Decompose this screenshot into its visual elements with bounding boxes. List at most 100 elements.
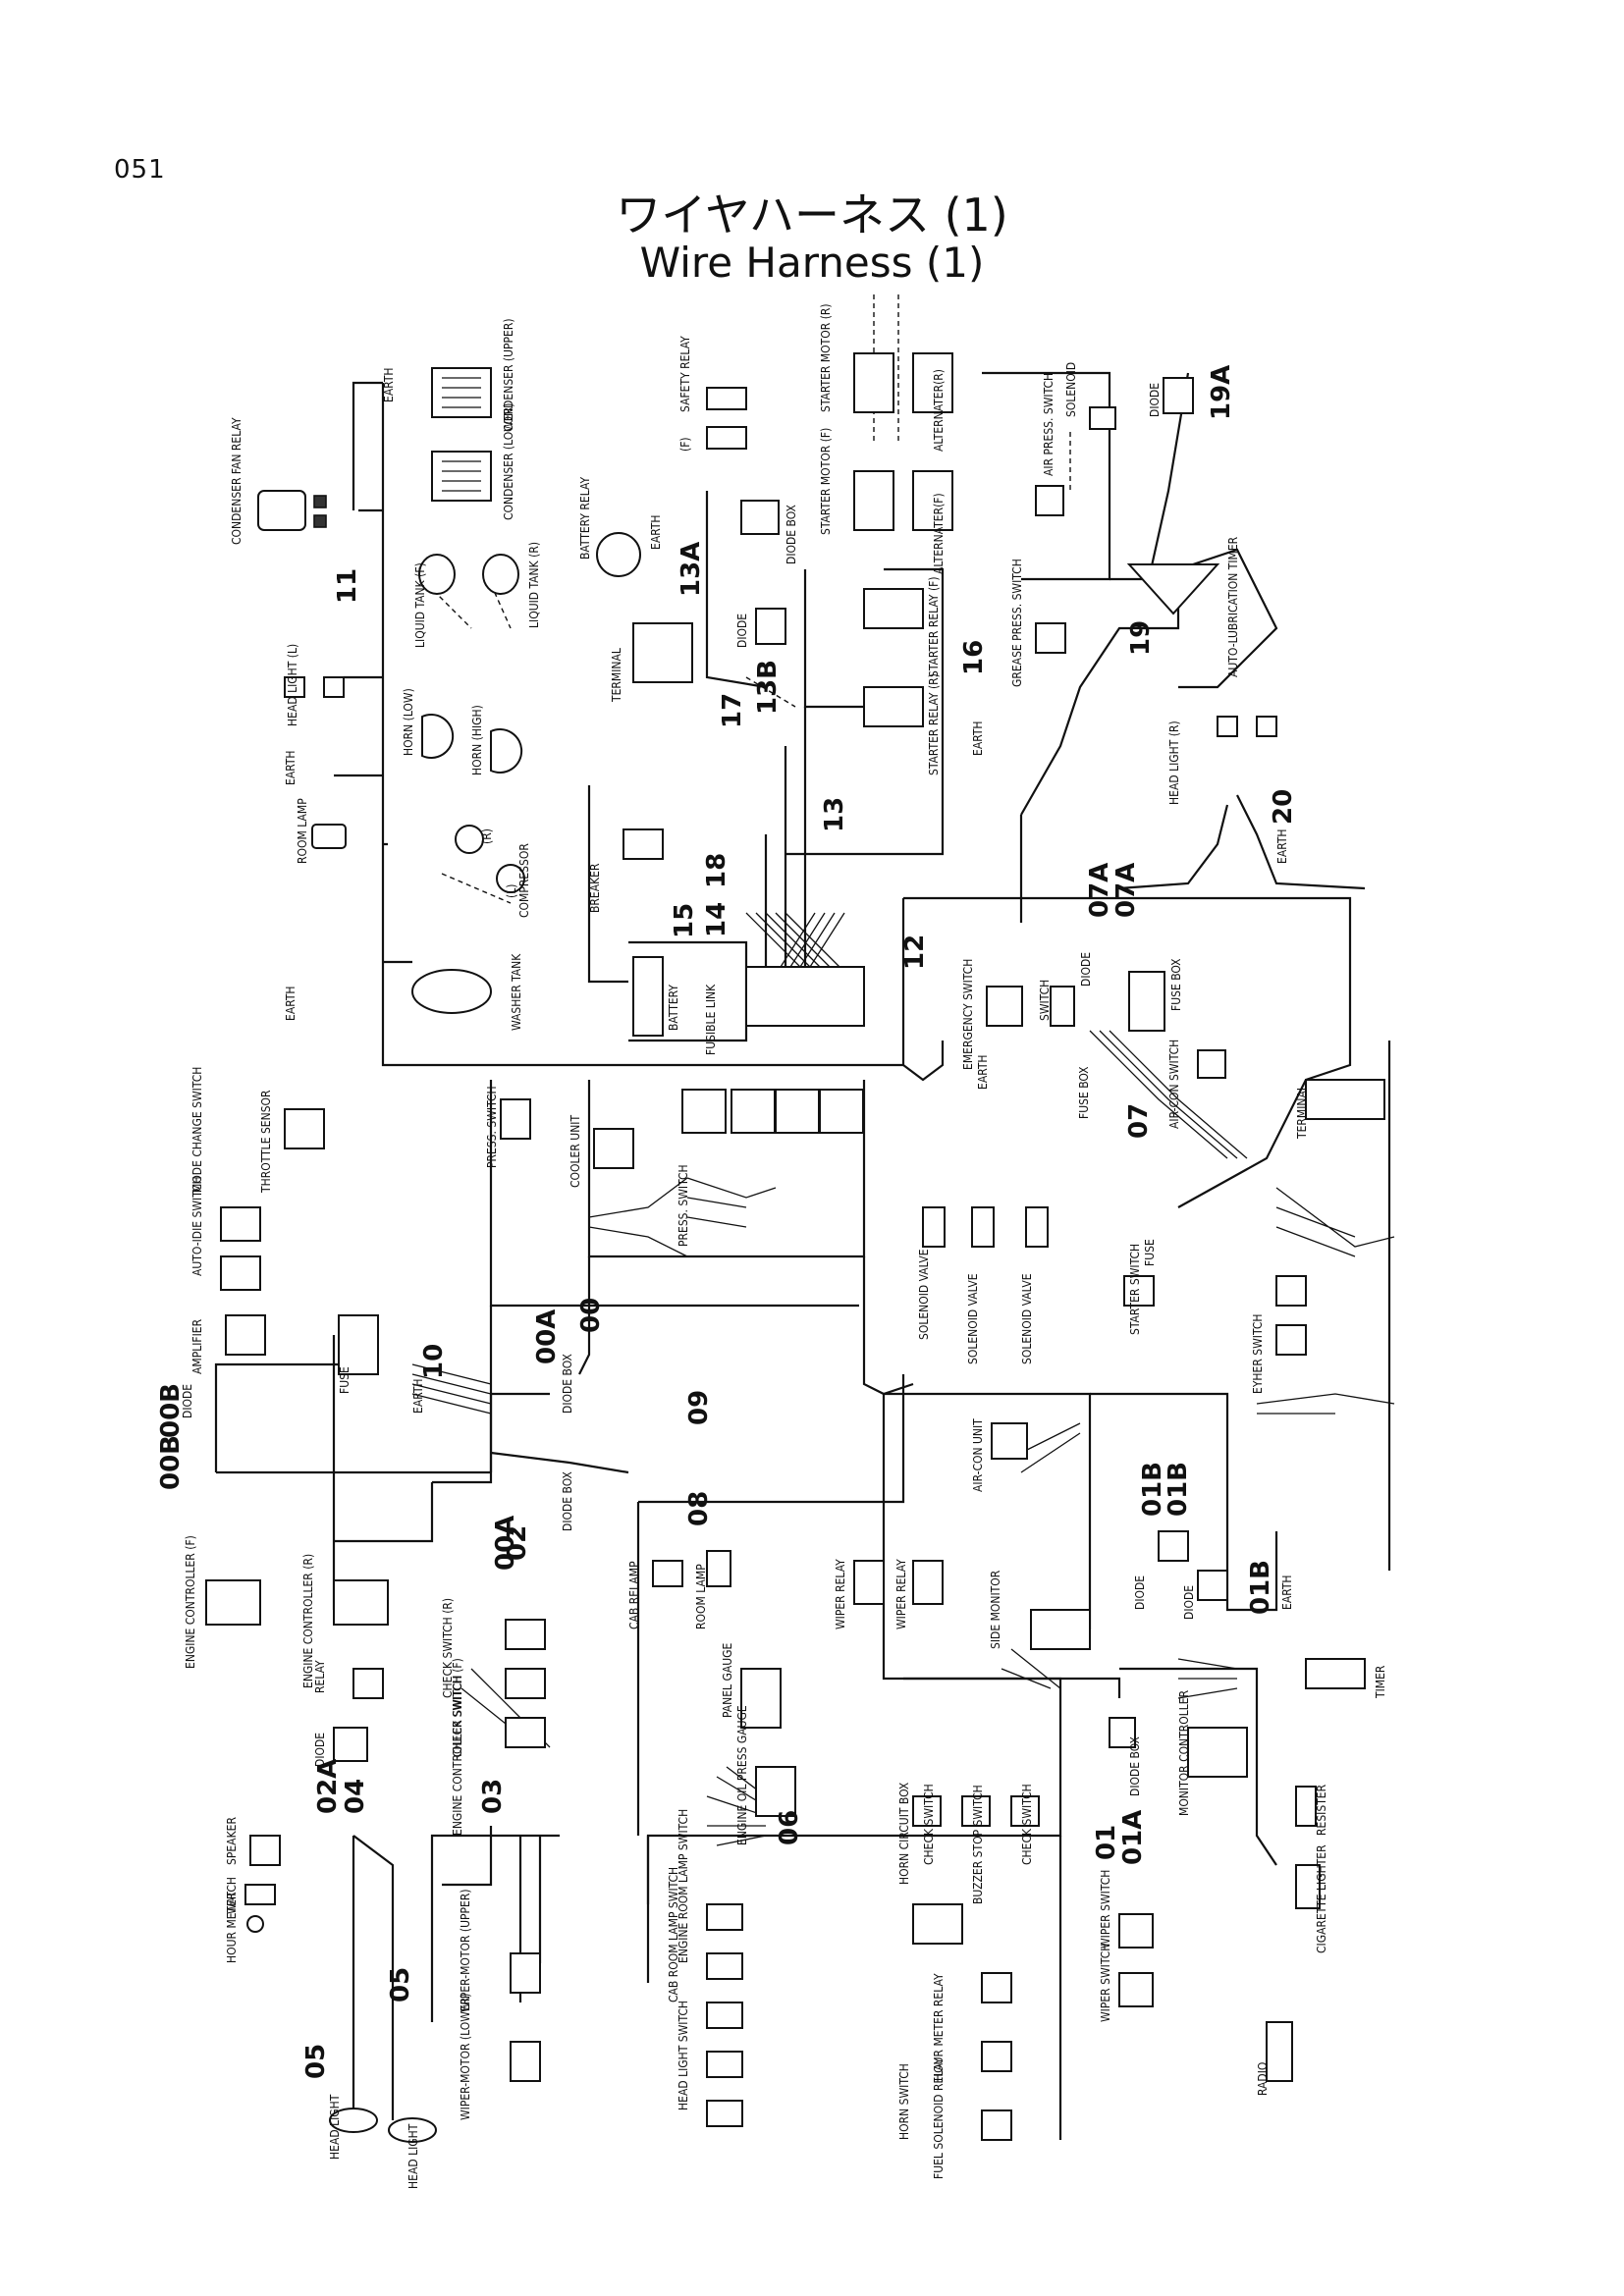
liquid-tank-f	[418, 554, 456, 595]
eyher-switch-r	[1275, 1275, 1307, 1307]
lbl-engine-controller-r: ENGINE CONTROLLER (R)	[301, 1554, 315, 1688]
lbl-air-con-switch: AIR-CON SWITCH	[1167, 1040, 1181, 1129]
lbl-monitor-controller: MONITOR CONTROLLER	[1177, 1689, 1191, 1816]
switch	[1050, 986, 1075, 1027]
head-light-l	[284, 676, 345, 698]
relay	[352, 1668, 384, 1699]
resister	[1295, 1786, 1317, 1827]
lbl-battery: BATTERY	[667, 985, 680, 1031]
condenser-lower	[431, 451, 492, 502]
lbl-diode-19a: DIODE	[1148, 383, 1162, 417]
code-19: 19	[1126, 620, 1156, 656]
code-13b: 13B	[753, 660, 783, 715]
wiper-relay-1	[853, 1560, 885, 1605]
compressor-l	[496, 864, 525, 893]
battery	[632, 956, 664, 1037]
wiper-motor-upper	[510, 1952, 541, 1994]
lbl-terminal: TERMINAL	[610, 648, 623, 703]
monitor-controller	[1187, 1727, 1248, 1778]
lbl-earth-4: EARTH	[649, 514, 663, 550]
code-01b-3: 01B	[1246, 1560, 1275, 1615]
lbl-check-switch-f: CHECK SWITCH (F)	[451, 1658, 464, 1757]
lbl-emergency-switch: EMERGENCY SWITCH	[961, 959, 975, 1070]
page-number: 051	[114, 155, 166, 185]
alternater-f	[912, 470, 953, 531]
switch-lower-4	[706, 2051, 743, 2078]
lbl-grease-press-switch: GREASE PRESS. SWITCH	[1010, 559, 1024, 687]
diode-01b-2	[1197, 1570, 1228, 1601]
code-17: 17	[718, 693, 747, 728]
code-16: 16	[959, 640, 989, 675]
diode	[755, 608, 786, 645]
lbl-alternater-f: ALTERNATER(F)	[932, 493, 946, 574]
cab-relamp	[652, 1560, 683, 1587]
dashed-links	[426, 294, 1071, 904]
head-light-05b	[388, 2117, 437, 2143]
diode-box	[740, 500, 780, 535]
lbl-air-con-unit: AIR-CON UNIT	[971, 1418, 985, 1492]
head-light-r	[1217, 716, 1277, 737]
lbl-diode-00b: DIODE	[181, 1384, 194, 1418]
components	[205, 352, 1385, 2143]
washer-tank	[411, 969, 492, 1014]
lbl-auto-lubrication-timer: AUTO-LUBRICATION TIMER	[1226, 536, 1240, 677]
lbl-fuse-box: FUSE BOX	[1169, 958, 1183, 1011]
lbl-relay: RELAY	[313, 1660, 327, 1693]
lbl-room-lamp: ROOM LAMP	[296, 798, 309, 864]
lbl-diode-box-00a-2: DIODE BOX	[561, 1471, 574, 1531]
lbl-buzzer-stop-switch: BUZZER STOP SWITCH	[971, 1785, 985, 1904]
lbl-panel-gauge: PANEL GAUGE	[721, 1643, 734, 1718]
air-con-switch	[1197, 1049, 1226, 1079]
solenoid-valve-2	[971, 1206, 995, 1248]
lbl-earth-8: EARTH	[411, 1378, 425, 1414]
lbl-engine-room-lamp-switch: ENGINE ROOM LAMP SWITCH	[677, 1809, 690, 1963]
lbl-wiper-switch-1: WIPER SWITCH	[1099, 1870, 1112, 1949]
check-switch-f	[505, 1668, 546, 1699]
lbl-engine-controller-f: ENGINE CONTROLLER (F)	[184, 1535, 197, 1669]
watch	[244, 1884, 276, 1905]
lbl-safety-relay-f: (F)	[678, 437, 692, 452]
lbl-condenser-upper: CONDENSER (UPPER)	[502, 318, 515, 432]
auto-lubrication-timer	[1126, 563, 1220, 615]
horn-high	[490, 728, 523, 774]
code-20: 20	[1269, 789, 1298, 825]
condenser-fan-relay	[257, 490, 306, 531]
lbl-starter-motor-r: STARTER MOTOR (R)	[819, 303, 833, 412]
lbl-amplifier: AMPLIFIER	[190, 1318, 204, 1374]
lbl-press-switch-1: PRESS. SWITCH	[485, 1086, 499, 1168]
head-light-switch	[706, 2002, 743, 2029]
cooler-unit	[593, 1128, 634, 1169]
code-19a: 19A	[1207, 365, 1236, 420]
battery-relay	[596, 532, 641, 577]
lbl-solenoid-valve-1: SOLENOID VALVE	[917, 1249, 931, 1340]
code-00a-1: 00A	[532, 1309, 562, 1364]
safety-relay-f	[706, 426, 747, 450]
lbl-diode-02a: DIODE	[313, 1733, 327, 1767]
lbl-hour-meter-relay: HOUR METER RELAY	[932, 1973, 946, 2081]
engine-controller-r	[333, 1579, 389, 1626]
lbl-terminal-right: TERMINAL	[1295, 1085, 1309, 1140]
eyher-switch-f	[1275, 1324, 1307, 1356]
lbl-compressor-l: (L)	[505, 884, 518, 898]
code-01b-1: 01B	[1138, 1462, 1167, 1517]
buzzer-stop-switch	[961, 1795, 991, 1827]
component-labels: CONDENSER FAN RELAY EARTH CONDENSER (UPP…	[181, 303, 1387, 2189]
lbl-diode-box-01: DIODE BOX	[1128, 1736, 1142, 1796]
lbl-earth-7: EARTH	[976, 1054, 990, 1090]
lbl-head-light-bottom-1: HEAD LIGHT	[328, 2094, 342, 2160]
timer	[1305, 1658, 1366, 1689]
lbl-wiper-relay-2: WIPER RELAY	[894, 1559, 908, 1629]
code-07a-2: 07A	[1111, 863, 1141, 918]
auto-idie-switch	[220, 1255, 261, 1291]
lbl-washer-tank: WASHER TANK	[510, 953, 523, 1031]
lbl-earth-2: EARTH	[284, 750, 298, 785]
lbl-head-light-switch: HEAD LIGHT SWITCH	[677, 2001, 690, 2110]
engine-controller-f	[205, 1579, 261, 1626]
lbl-alternater-r: ALTERNATER(R)	[932, 369, 946, 452]
lbl-solenoid: SOLENOID	[1064, 362, 1078, 417]
lbl-cooler-unit: COOLER UNIT	[568, 1115, 582, 1188]
throttle-sensor	[284, 1108, 325, 1149]
code-02: 02	[503, 1525, 532, 1561]
terminal-right	[1305, 1079, 1385, 1120]
engine-room-lamp-switch	[706, 1903, 743, 1931]
